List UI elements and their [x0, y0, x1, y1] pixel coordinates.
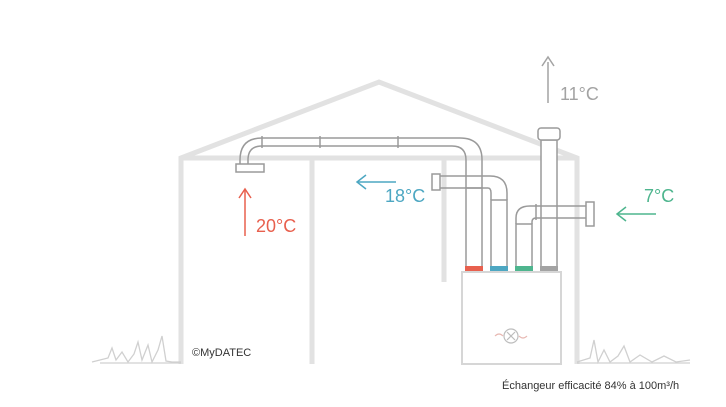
- supply-temperature-label: 20°C: [256, 216, 297, 236]
- extract-duct: [431, 173, 508, 200]
- outdoor-arrow: [615, 206, 656, 222]
- efficiency-caption: Échangeur efficacité 84% à 100m³/h: [502, 380, 680, 392]
- house-outline: [178, 79, 580, 364]
- outdoor-temperature-label: 7°C: [644, 186, 675, 206]
- exhaust-arrow: [541, 55, 555, 103]
- ventilation-unit: [461, 271, 562, 365]
- outdoor-duct: [515, 201, 595, 227]
- extract-collar: [490, 266, 508, 271]
- supply-collar: [465, 266, 483, 271]
- ventilation-fan-icon: [494, 328, 528, 344]
- supply-arrow: [238, 187, 252, 236]
- ground-grass-left: [91, 335, 181, 364]
- supply-duct: [235, 136, 483, 188]
- exhaust-duct-cap: [537, 127, 561, 141]
- copyright-label: ©MyDATEC: [192, 347, 252, 359]
- exhaust-collar: [540, 266, 558, 271]
- outdoor-collar: [515, 266, 533, 271]
- unit-duct-stubs: [465, 139, 558, 271]
- extract-temperature-label: 18°C: [385, 186, 426, 206]
- ground-grass-right: [576, 339, 691, 365]
- extract-arrow: [355, 174, 396, 190]
- exhaust-temperature-label: 11°C: [560, 84, 599, 104]
